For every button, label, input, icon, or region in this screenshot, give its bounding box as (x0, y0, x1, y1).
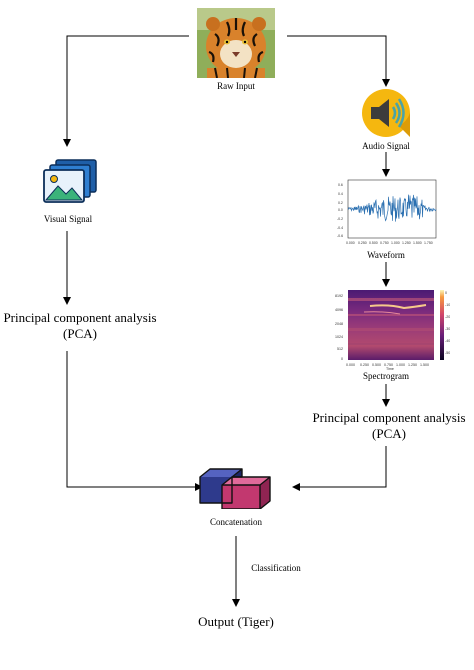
svg-text:0.000: 0.000 (346, 241, 355, 245)
svg-text:-0.6: -0.6 (337, 234, 343, 238)
pca-right-line2: (PCA) (372, 426, 406, 441)
output-label: Output (Tiger) (198, 614, 274, 629)
svg-text:1.500: 1.500 (413, 241, 422, 245)
svg-text:2048: 2048 (335, 322, 343, 326)
svg-text:1.250: 1.250 (402, 241, 411, 245)
arrow-raw-to-visual (63, 35, 189, 147)
svg-text:0.500: 0.500 (369, 241, 378, 245)
svg-text:0.4: 0.4 (338, 192, 343, 196)
speaker-icon (362, 89, 410, 137)
image-stack-icon (43, 159, 97, 203)
arrow-right-pca-to-concat (292, 446, 387, 491)
concatenation-cubes-icon (199, 468, 271, 509)
svg-text:1.000: 1.000 (396, 363, 405, 367)
pca-right-title: Principal component analysis (PCA) (309, 410, 469, 442)
audio-signal-label: Audio Signal (362, 141, 410, 151)
waveform-label: Waveform (367, 250, 405, 260)
svg-text:0.6: 0.6 (338, 183, 343, 187)
svg-text:-50: -50 (445, 351, 450, 355)
svg-text:-40: -40 (445, 339, 450, 343)
svg-text:-30: -30 (445, 327, 450, 331)
svg-text:-0.2: -0.2 (337, 217, 343, 221)
svg-text:1.250: 1.250 (408, 363, 417, 367)
classification-label: Classification (251, 563, 301, 573)
svg-text:0.750: 0.750 (384, 363, 393, 367)
svg-text:0.500: 0.500 (372, 363, 381, 367)
svg-text:0.000: 0.000 (346, 363, 355, 367)
pca-right-line1: Principal component analysis (312, 410, 466, 425)
svg-text:0.0: 0.0 (338, 208, 343, 212)
concatenation-label: Concatenation (210, 517, 262, 527)
arrow-raw-to-audio (287, 35, 390, 87)
svg-text:-20: -20 (445, 315, 450, 319)
pca-left-line1: Principal component analysis (3, 310, 157, 325)
svg-text:8192: 8192 (335, 294, 343, 298)
svg-text:Time: Time (386, 367, 394, 370)
svg-text:-10: -10 (445, 303, 450, 307)
svg-text:-0.4: -0.4 (337, 226, 343, 230)
svg-text:1024: 1024 (335, 335, 343, 339)
svg-text:0.250: 0.250 (360, 363, 369, 367)
waveform-trace (347, 194, 437, 222)
svg-text:0.2: 0.2 (338, 201, 343, 205)
svg-text:1.750: 1.750 (424, 241, 433, 245)
spectrogram-label: Spectrogram (363, 371, 409, 381)
svg-text:1.500: 1.500 (420, 363, 429, 367)
svg-text:0: 0 (445, 291, 447, 295)
raw-input-label: Raw Input (217, 81, 255, 91)
tiger-image (197, 8, 275, 78)
svg-text:0: 0 (341, 357, 343, 361)
arrow-left-pca-to-concat (66, 351, 203, 491)
svg-text:0.250: 0.250 (358, 241, 367, 245)
svg-text:4096: 4096 (335, 308, 343, 312)
svg-text:512: 512 (337, 347, 343, 351)
visual-signal-label: Visual Signal (43, 214, 93, 224)
pca-left-title: Principal component analysis (PCA) (0, 310, 160, 342)
svg-text:1.000: 1.000 (391, 241, 400, 245)
svg-text:0.750: 0.750 (380, 241, 389, 245)
pca-left-line2: (PCA) (63, 326, 97, 341)
